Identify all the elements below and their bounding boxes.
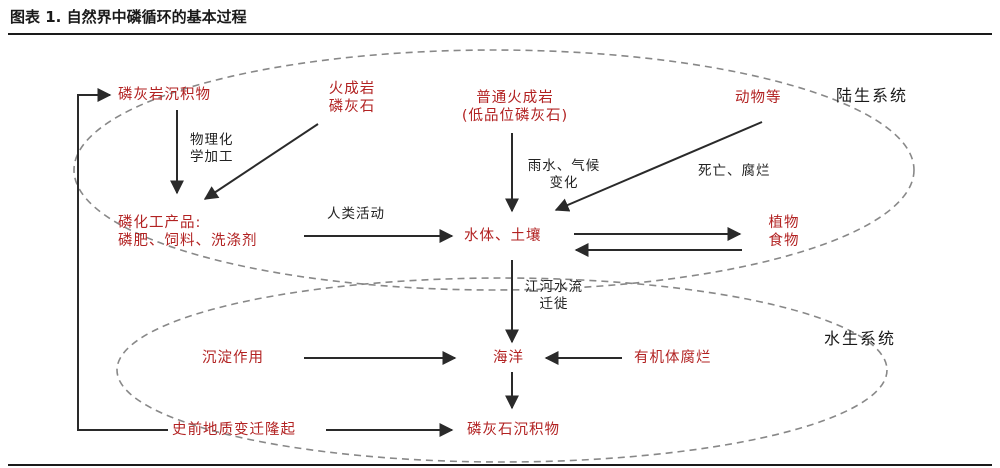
- label-human-activity: 人类活动: [327, 206, 385, 222]
- bottom-rule: [8, 464, 992, 466]
- node-igneous-line1: 火成岩: [328, 81, 376, 97]
- node-apatite-sediment: 磷灰石沉积物: [467, 422, 560, 438]
- label-physchem-line2: 学加工: [190, 148, 234, 165]
- label-rain-climate: 雨水、气候 变化: [516, 158, 612, 192]
- node-chem-products-line2: 磷肥、饲料、洗涤剂: [118, 233, 258, 250]
- node-common-igneous-line2: (低品位磷灰石): [461, 108, 569, 125]
- node-organic-decay: 有机体腐烂: [634, 350, 712, 366]
- node-plants-line1: 植物: [768, 215, 800, 231]
- node-common-igneous-line1: 普通火成岩: [476, 90, 554, 106]
- land-system-ellipse: [73, 49, 915, 291]
- label-rain-line2: 变化: [549, 174, 579, 191]
- top-rule: [8, 33, 992, 35]
- arrow-igneous-to-products: [203, 123, 319, 200]
- node-animals: 动物等: [735, 90, 782, 106]
- label-river-line1: 江河水流: [525, 279, 583, 295]
- node-igneous-line2: 磷灰石: [328, 99, 376, 116]
- label-river-line2: 迁徙: [539, 295, 569, 312]
- label-physchem-line1: 物理化: [190, 132, 234, 148]
- node-sedimentation: 沉淀作用: [202, 350, 264, 366]
- node-ocean: 海洋: [493, 350, 524, 366]
- water-system-ellipse: [116, 277, 888, 463]
- label-physchem: 物理化 学加工: [190, 132, 234, 166]
- land-system-label: 陆生系统: [836, 86, 909, 105]
- node-plants-line2: 食物: [768, 233, 800, 250]
- node-chem-products-line1: 磷化工产品:: [118, 215, 202, 231]
- node-uplift: 史前地质变迁隆起: [172, 422, 296, 438]
- node-plants-food: 植物 食物: [762, 214, 806, 250]
- label-death-decay: 死亡、腐烂: [698, 163, 771, 179]
- arrow-uplift-loop-to-sediment: [77, 88, 168, 431]
- label-river-migration: 江河水流 迁徙: [514, 279, 594, 313]
- water-system-label: 水生系统: [824, 329, 897, 348]
- node-water-soil: 水体、土壤: [464, 228, 542, 244]
- arrow-animals-to-water: [554, 121, 763, 212]
- label-rain-line1: 雨水、气候: [527, 158, 601, 174]
- node-phosphate-sediment: 磷灰岩沉积物: [118, 87, 211, 103]
- node-chem-products: 磷化工产品: 磷肥、饲料、洗涤剂: [118, 214, 258, 250]
- node-igneous-apatite: 火成岩 磷灰石: [318, 80, 386, 116]
- node-common-igneous: 普通火成岩 (低品位磷灰石): [440, 89, 590, 125]
- figure-title: 图表 1. 自然界中磷循环的基本过程: [10, 8, 247, 26]
